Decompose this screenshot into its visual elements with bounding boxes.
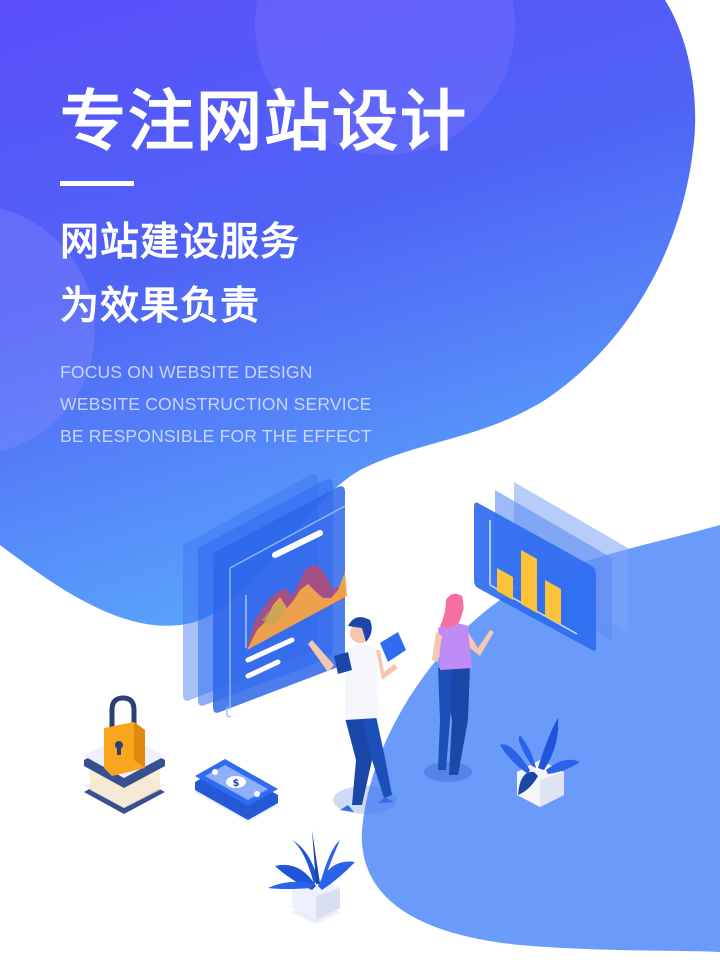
potted-plant-right-icon — [500, 718, 580, 807]
english-line-3: BE RESPONSIBLE FOR THE EFFECT — [60, 426, 372, 446]
lower-blob — [361, 525, 720, 952]
area-chart-panel-icon — [183, 474, 347, 718]
english-line-2: WEBSITE CONSTRUCTION SERVICE — [60, 394, 372, 414]
subtitle-line-2: 为效果负责 — [60, 284, 261, 329]
man-with-tablet-icon — [308, 617, 406, 814]
bar-chart-panel-icon — [474, 482, 628, 651]
woman-pointing-icon — [424, 593, 494, 782]
potted-plant-icon — [268, 830, 355, 924]
page-title: 专注网站设计 — [60, 83, 468, 160]
english-line-1: FOCUS ON WEBSITE DESIGN — [60, 362, 313, 382]
padlock-on-server-icon — [84, 695, 165, 814]
svg-text:$: $ — [233, 778, 240, 789]
top-blob — [0, 0, 696, 626]
deco-circle-left — [0, 208, 95, 452]
title-divider — [60, 181, 134, 186]
deco-circle-top — [255, 0, 515, 155]
money-stack-icon: $ — [195, 759, 278, 822]
subtitle-line-1: 网站建设服务 — [60, 220, 301, 265]
